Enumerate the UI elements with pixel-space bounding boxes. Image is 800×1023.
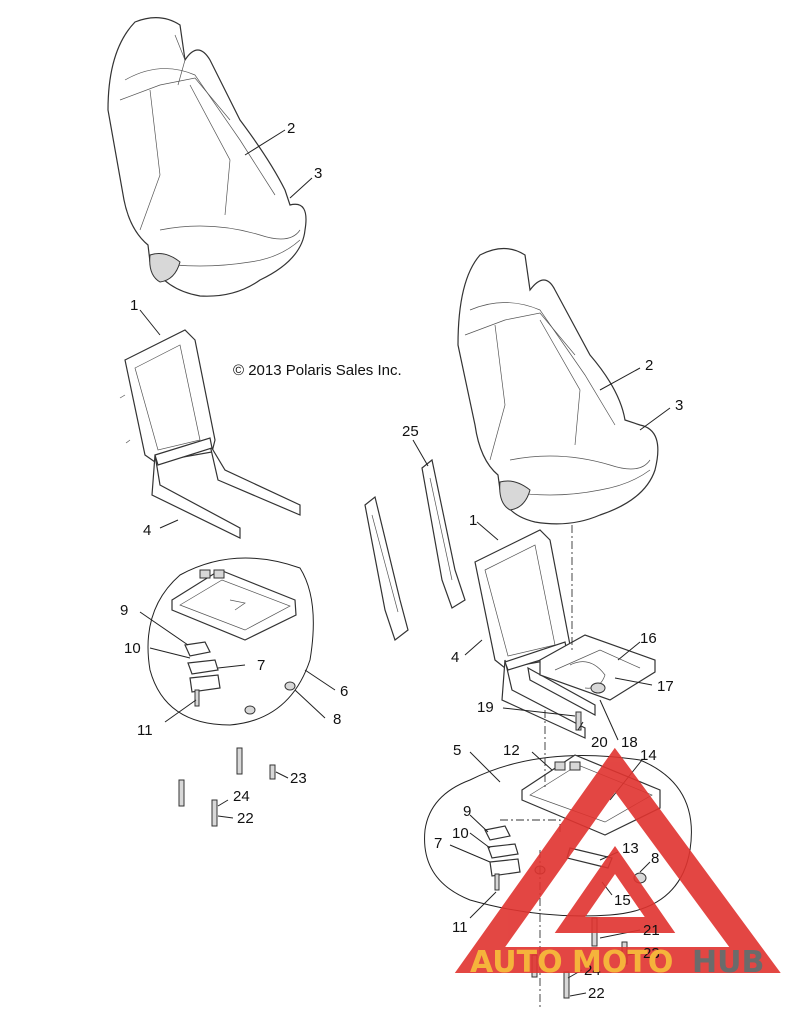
callout-hw-right-24: 24 <box>584 962 601 979</box>
callout-kit-right-15: 15 <box>614 892 631 909</box>
callout-kit-left-7: 7 <box>257 657 265 674</box>
copyright-text: © 2013 Polaris Sales Inc. <box>233 362 402 379</box>
seat-right <box>457 247 659 525</box>
callout-kit-right-5: 5 <box>453 742 461 759</box>
callout-seat-left-2: 2 <box>287 120 295 137</box>
slider-kit-left <box>147 557 314 726</box>
watermark-logo <box>454 747 781 973</box>
callout-rail-25: 25 <box>402 423 419 440</box>
callout-kit-right-13: 13 <box>622 840 639 857</box>
callout-frame-right-4: 4 <box>451 649 459 666</box>
callout-seat-right-2: 2 <box>645 357 653 374</box>
seat-left <box>107 17 307 297</box>
callout-seat-left-3: 3 <box>314 165 322 182</box>
callout-kit-right-10: 10 <box>452 825 469 842</box>
callout-frame-right-1: 1 <box>469 512 477 529</box>
callout-frame-left-4: 4 <box>143 522 151 539</box>
callout-part-20: 20 <box>591 734 608 751</box>
callout-hw-right-21: 21 <box>643 922 660 939</box>
callout-kit-right-11: 11 <box>452 919 468 936</box>
callout-kit-right-14: 14 <box>640 747 657 764</box>
watermark-moto: MOTO <box>572 945 673 980</box>
watermark-text: AUTO MOTO HUB <box>470 945 764 980</box>
watermark-hub: HUB <box>692 945 764 980</box>
callout-cable-17: 17 <box>657 678 674 695</box>
callout-hw-left-23: 23 <box>290 770 307 787</box>
callout-kit-left-9: 9 <box>120 602 128 619</box>
callout-hw-right-23: 23 <box>643 945 660 962</box>
callout-hw-right-22: 22 <box>588 985 605 1002</box>
callout-bracket-16: 16 <box>640 630 657 647</box>
bracket-assembly <box>539 634 656 701</box>
callout-kit-right-9: 9 <box>463 803 471 820</box>
callout-kit-left-11: 11 <box>137 722 153 739</box>
hardware-left <box>178 747 276 827</box>
callout-part-19: 19 <box>477 699 494 716</box>
callout-kit-left-6: 6 <box>340 683 348 700</box>
rails <box>364 458 466 641</box>
callout-kit-left-10: 10 <box>124 640 141 657</box>
callout-hw-left-22: 22 <box>237 810 254 827</box>
callout-frame-left-1: 1 <box>130 297 138 314</box>
callout-part-18: 18 <box>621 734 638 751</box>
callout-kit-right-7: 7 <box>434 835 442 852</box>
seat-frame-left <box>119 329 301 539</box>
callout-kit-left-8: 8 <box>333 711 341 728</box>
callout-seat-right-3: 3 <box>675 397 683 414</box>
watermark-auto: AUTO <box>470 945 563 980</box>
callout-hw-left-24: 24 <box>233 788 250 805</box>
callout-kit-right-12: 12 <box>503 742 520 759</box>
callout-kit-right-8: 8 <box>651 850 659 867</box>
callout-labels: 2 3 1 4 9 10 7 6 8 11 23 24 22 2 3 25 1 … <box>120 120 683 1002</box>
